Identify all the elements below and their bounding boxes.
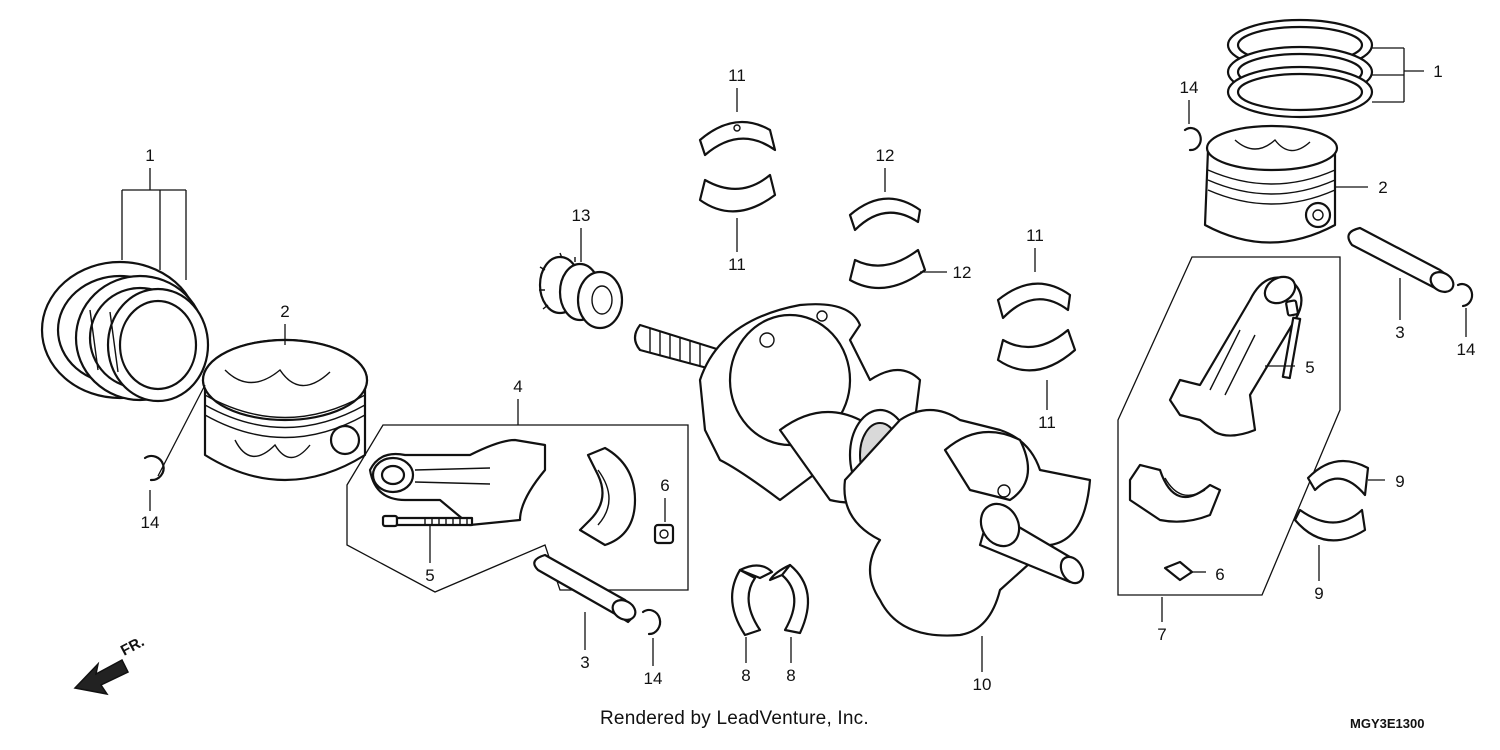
conrod-assembly-left-box: 4 — [346, 377, 689, 593]
svg-text:10: 10 — [973, 675, 992, 694]
callout-7: 7 — [1157, 597, 1167, 644]
callout-1-right: 1 — [1372, 47, 1443, 103]
thrust-bearing-12 — [848, 197, 927, 290]
svg-text:5: 5 — [425, 566, 434, 585]
main-bearing-11-upper — [698, 120, 777, 213]
callout-6-right: 6 — [1192, 565, 1225, 584]
callout-14-c: 14 — [1180, 78, 1199, 124]
svg-text:11: 11 — [1026, 226, 1044, 245]
svg-text:11: 11 — [728, 255, 746, 274]
main-bearing-8 — [731, 563, 810, 637]
svg-text:1: 1 — [145, 146, 154, 165]
callout-8-a: 8 — [741, 637, 751, 685]
piston-pin-clip-left-upper — [143, 384, 206, 482]
callout-5-left: 5 — [425, 526, 435, 585]
callout-3-left: 3 — [580, 612, 590, 672]
connecting-rod-left — [368, 438, 547, 527]
footer-credit: Rendered by LeadVenture, Inc. — [600, 708, 869, 729]
piston-pin-clip-right-upper — [1183, 126, 1202, 152]
svg-text:12: 12 — [876, 146, 895, 165]
main-bearing-11-right — [996, 282, 1077, 372]
piston-pin-clip-left-lower — [641, 608, 662, 636]
svg-text:3: 3 — [580, 653, 589, 672]
svg-text:8: 8 — [786, 666, 795, 685]
callout-10: 10 — [973, 636, 992, 694]
diagram-code: MGY3E1300 — [1350, 716, 1425, 731]
piston-pin-right — [1347, 226, 1455, 294]
svg-text:2: 2 — [1378, 178, 1387, 197]
callout-8-b: 8 — [786, 637, 796, 685]
callout-12-a: 12 — [876, 146, 895, 192]
svg-text:14: 14 — [141, 513, 160, 532]
callout-5-right: 5 — [1265, 358, 1315, 377]
callout-9-b: 9 — [1314, 545, 1324, 603]
svg-text:11: 11 — [1038, 413, 1056, 432]
direction-label: FR. — [118, 633, 147, 659]
callout-6-left: 6 — [660, 476, 670, 522]
svg-text:11: 11 — [728, 66, 746, 85]
svg-text:12: 12 — [953, 263, 972, 282]
piston-rings-right — [1226, 18, 1374, 119]
connecting-rod-right — [1168, 275, 1303, 437]
callout-12-b: 12 — [920, 263, 971, 282]
svg-text:3: 3 — [1395, 323, 1404, 342]
rod-nut-left — [653, 523, 675, 545]
rod-cap-left — [578, 446, 637, 547]
svg-text:13: 13 — [572, 206, 591, 225]
svg-text:14: 14 — [644, 669, 663, 688]
callout-11-c: 11 — [1026, 226, 1044, 272]
callout-11-a: 11 — [728, 66, 746, 112]
callout-14-d: 14 — [1457, 308, 1476, 359]
front-direction-arrow: FR. — [73, 633, 147, 696]
svg-text:8: 8 — [741, 666, 750, 685]
callout-2-right: 2 — [1335, 178, 1388, 197]
svg-text:7: 7 — [1157, 625, 1166, 644]
callout-9-a: 9 — [1368, 472, 1405, 491]
rod-bolt-right — [1281, 299, 1302, 380]
rod-nut-right — [1163, 560, 1194, 582]
svg-text:1: 1 — [1433, 62, 1442, 81]
callout-13: 13 — [572, 206, 591, 262]
callout-11-d: 11 — [1038, 380, 1056, 432]
piston-pin-left — [533, 553, 637, 624]
callout-14-b: 14 — [644, 638, 663, 688]
rod-cap-right — [1128, 463, 1222, 523]
svg-text:4: 4 — [513, 377, 522, 396]
conrod-assembly-right-box — [1117, 256, 1341, 596]
piston-rings-left — [40, 260, 210, 403]
callout-11-b: 11 — [728, 218, 746, 274]
rod-bearing-9 — [1293, 459, 1370, 542]
svg-text:14: 14 — [1180, 78, 1199, 97]
piston-pin-clip-right-lower — [1456, 282, 1474, 308]
svg-text:6: 6 — [660, 476, 669, 495]
svg-text:6: 6 — [1215, 565, 1224, 584]
callout-2-left: 2 — [280, 302, 290, 345]
callout-1-left: 1 — [121, 146, 187, 280]
callout-14-a: 14 — [141, 490, 160, 532]
crank-gear-13 — [538, 252, 624, 330]
piston-right — [1203, 124, 1339, 244]
svg-text:9: 9 — [1395, 472, 1404, 491]
svg-text:9: 9 — [1314, 584, 1323, 603]
callout-3-right: 3 — [1395, 278, 1405, 342]
piston-left — [201, 338, 369, 482]
rod-bolt-left — [381, 514, 474, 528]
svg-text:2: 2 — [280, 302, 289, 321]
svg-text:14: 14 — [1457, 340, 1476, 359]
svg-text:5: 5 — [1305, 358, 1314, 377]
crankshaft — [633, 303, 1092, 637]
